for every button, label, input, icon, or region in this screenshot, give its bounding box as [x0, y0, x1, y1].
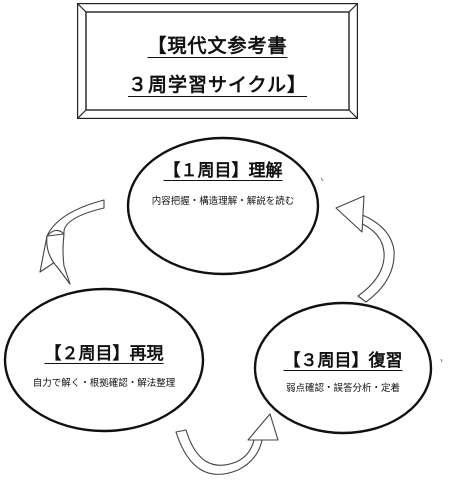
- stage-2-circle: [3, 287, 205, 433]
- title-frame: 【現代文参考書 ３周学習サイクル】: [77, 3, 358, 119]
- stage-1-circle: [126, 136, 320, 276]
- title-line-2: ３周学習サイクル】: [127, 74, 308, 96]
- stage-3-detail: 弱点確認・誤答分析・定着: [285, 383, 400, 394]
- stray-mark-1: [320, 177, 324, 182]
- stage-1-detail: 内容把握・構造理解・解説を読む: [151, 196, 295, 207]
- stage-3-heading: 【３周目】復習: [283, 351, 403, 371]
- arrow-stage1-to-stage2: [39, 199, 105, 285]
- stage-2-heading: 【２周目】再現: [44, 344, 164, 364]
- stage-3-circle: [253, 301, 433, 435]
- stage-2-detail: 自力で解く・根拠確認・解法整理: [32, 378, 176, 389]
- title-line-1: 【現代文参考書: [147, 35, 288, 57]
- arrow-stage3-to-stage1: [335, 195, 395, 303]
- stage-1-heading: 【１周目】理解: [163, 161, 283, 181]
- stray-mark-2: [440, 358, 443, 363]
- arrow-stage2-to-stage3: [175, 413, 279, 475]
